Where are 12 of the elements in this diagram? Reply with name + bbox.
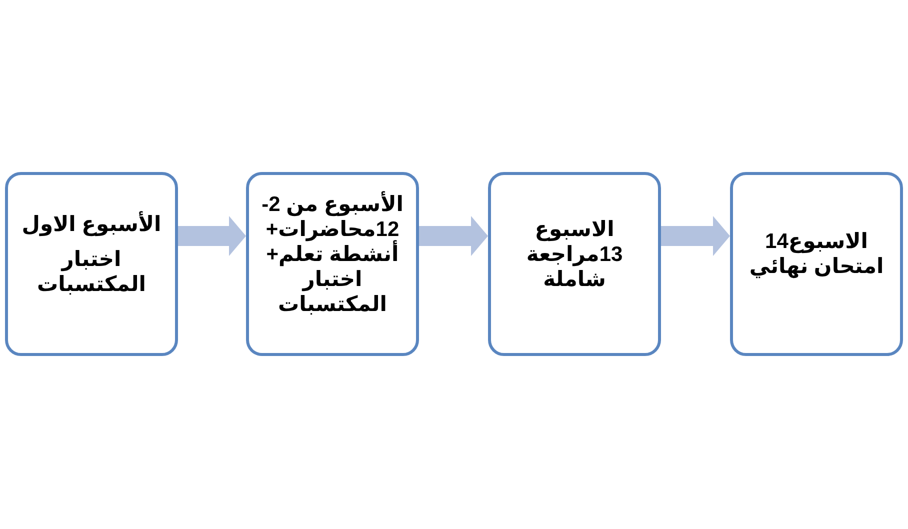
box-text: اختبار المكتسبات [36,246,147,296]
process-box [730,172,903,356]
process-box [246,172,419,356]
box-text: الأسبوع من 2-12محاضرات+ أنشطة تعلم+ اختبار المكتسبات [260,192,404,316]
arrow [178,216,246,256]
arrow [661,216,730,256]
box-text: الاسبوع 13مراجعة شاملة [525,216,624,292]
process-box [488,172,661,356]
box-text: الاسبوع14 امتحان نهائي [748,229,885,279]
box-text: الأسبوع الاول [22,212,162,236]
process-box [5,172,178,356]
arrow [419,216,488,256]
